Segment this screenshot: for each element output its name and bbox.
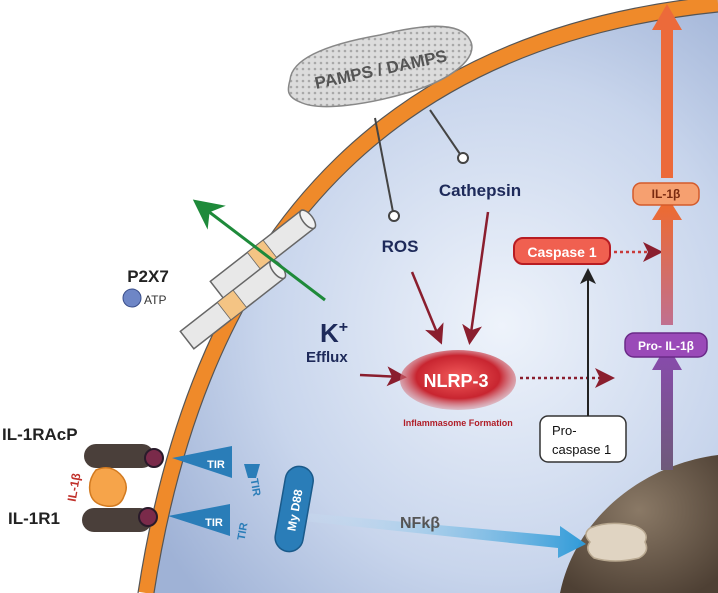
tir-domain-top [172, 446, 232, 478]
pro-il1b-box [624, 332, 708, 358]
efflux-label: Efflux [306, 349, 348, 366]
k-ion-label: K+ [320, 318, 348, 348]
cell-membrane [138, 0, 718, 593]
nfkb-arrow [303, 513, 586, 558]
il1r1-label: IL-1R1 [8, 509, 60, 528]
il1b-ligand-label: IL-1β [65, 472, 84, 503]
gene-blob [585, 522, 648, 562]
ros-label: ROS [382, 237, 419, 256]
il1r1-receptor [82, 507, 158, 532]
pro-il1b-to-il1b-arrow [652, 196, 682, 325]
efflux-to-nlrp3-arrow [359, 366, 407, 387]
caspase1-box [513, 237, 611, 265]
cathepsin-to-nlrp3-arrow [462, 211, 490, 345]
tir-label-bottom: TIR [205, 517, 223, 529]
il1racp-label: IL-1RAcP [2, 425, 78, 444]
myd88-adapter [274, 465, 314, 553]
p2x7-label: P2X7 [127, 267, 169, 286]
atp-molecule [122, 288, 142, 308]
ros-origin-marker [388, 210, 400, 222]
tir-domain-right-top [244, 464, 260, 478]
k-efflux-arrow [192, 199, 326, 302]
procaspase-label-line1: Pro- [552, 423, 577, 438]
atp-label: ATP [144, 293, 166, 307]
tir-label-top: TIR [207, 459, 225, 471]
tir-label-right-top: TIR [248, 478, 263, 498]
cathepsin-origin-marker [457, 152, 469, 164]
tir-label-right-bottom: TIR [236, 522, 251, 542]
procaspase-label-line2: caspase 1 [552, 442, 611, 457]
cathepsin-label: Cathepsin [439, 181, 521, 200]
caspase1-label: Caspase 1 [527, 244, 596, 260]
procaspase-box [539, 415, 627, 463]
nlrp3-complex [400, 350, 516, 410]
il1b-secretion-arrow [652, 4, 682, 178]
nucleus-to-pro-il1b-arrow [652, 344, 682, 470]
ros-to-nlrp3-arrow [410, 271, 444, 345]
il1b-ligand [88, 467, 127, 508]
il1b-mature-label: IL-1β [652, 187, 681, 201]
p2x7-channel [179, 209, 317, 350]
tir-domain-bottom [168, 504, 230, 536]
nlrp3-label: NLRP-3 [423, 371, 488, 391]
inflammasome-formation-label: Inflammasome Formation [403, 418, 513, 428]
pro-il1b-label: Pro- IL-1β [638, 339, 694, 353]
il1b-box [632, 182, 700, 206]
il1racp-receptor [84, 444, 164, 468]
nfkb-label: NFkβ [400, 515, 440, 532]
pamps-cloud [287, 25, 473, 108]
